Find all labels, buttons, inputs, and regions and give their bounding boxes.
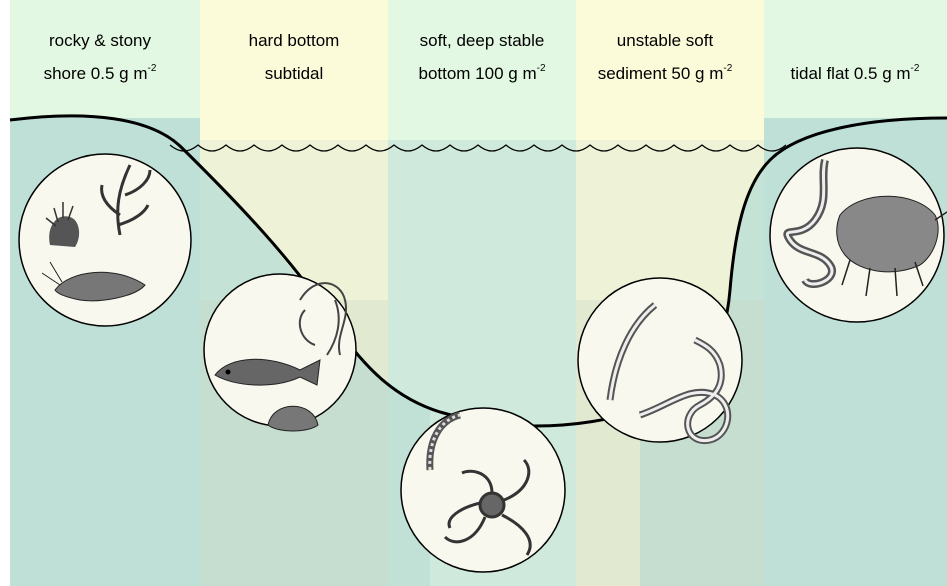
organism-circle-soft [401, 408, 565, 572]
organism-circle-unstable [578, 278, 742, 442]
svg-text:bottom 100 g m-2: bottom 100 g m-2 [418, 63, 545, 83]
organism-circle-rocky [19, 154, 191, 326]
header-rocky: rocky & stony [49, 31, 152, 50]
header-unstable: unstable soft [617, 31, 714, 50]
svg-text:tidal flat 0.5 g m-2: tidal flat 0.5 g m-2 [791, 63, 920, 83]
svg-text:sediment 50 g m-2: sediment 50 g m-2 [598, 63, 733, 83]
svg-text:shore 0.5 g m-2: shore 0.5 g m-2 [44, 63, 157, 83]
svg-text:subtidal: subtidal [265, 64, 324, 83]
header-hard: hard bottom [249, 31, 340, 50]
header-soft: soft, deep stable [420, 31, 545, 50]
